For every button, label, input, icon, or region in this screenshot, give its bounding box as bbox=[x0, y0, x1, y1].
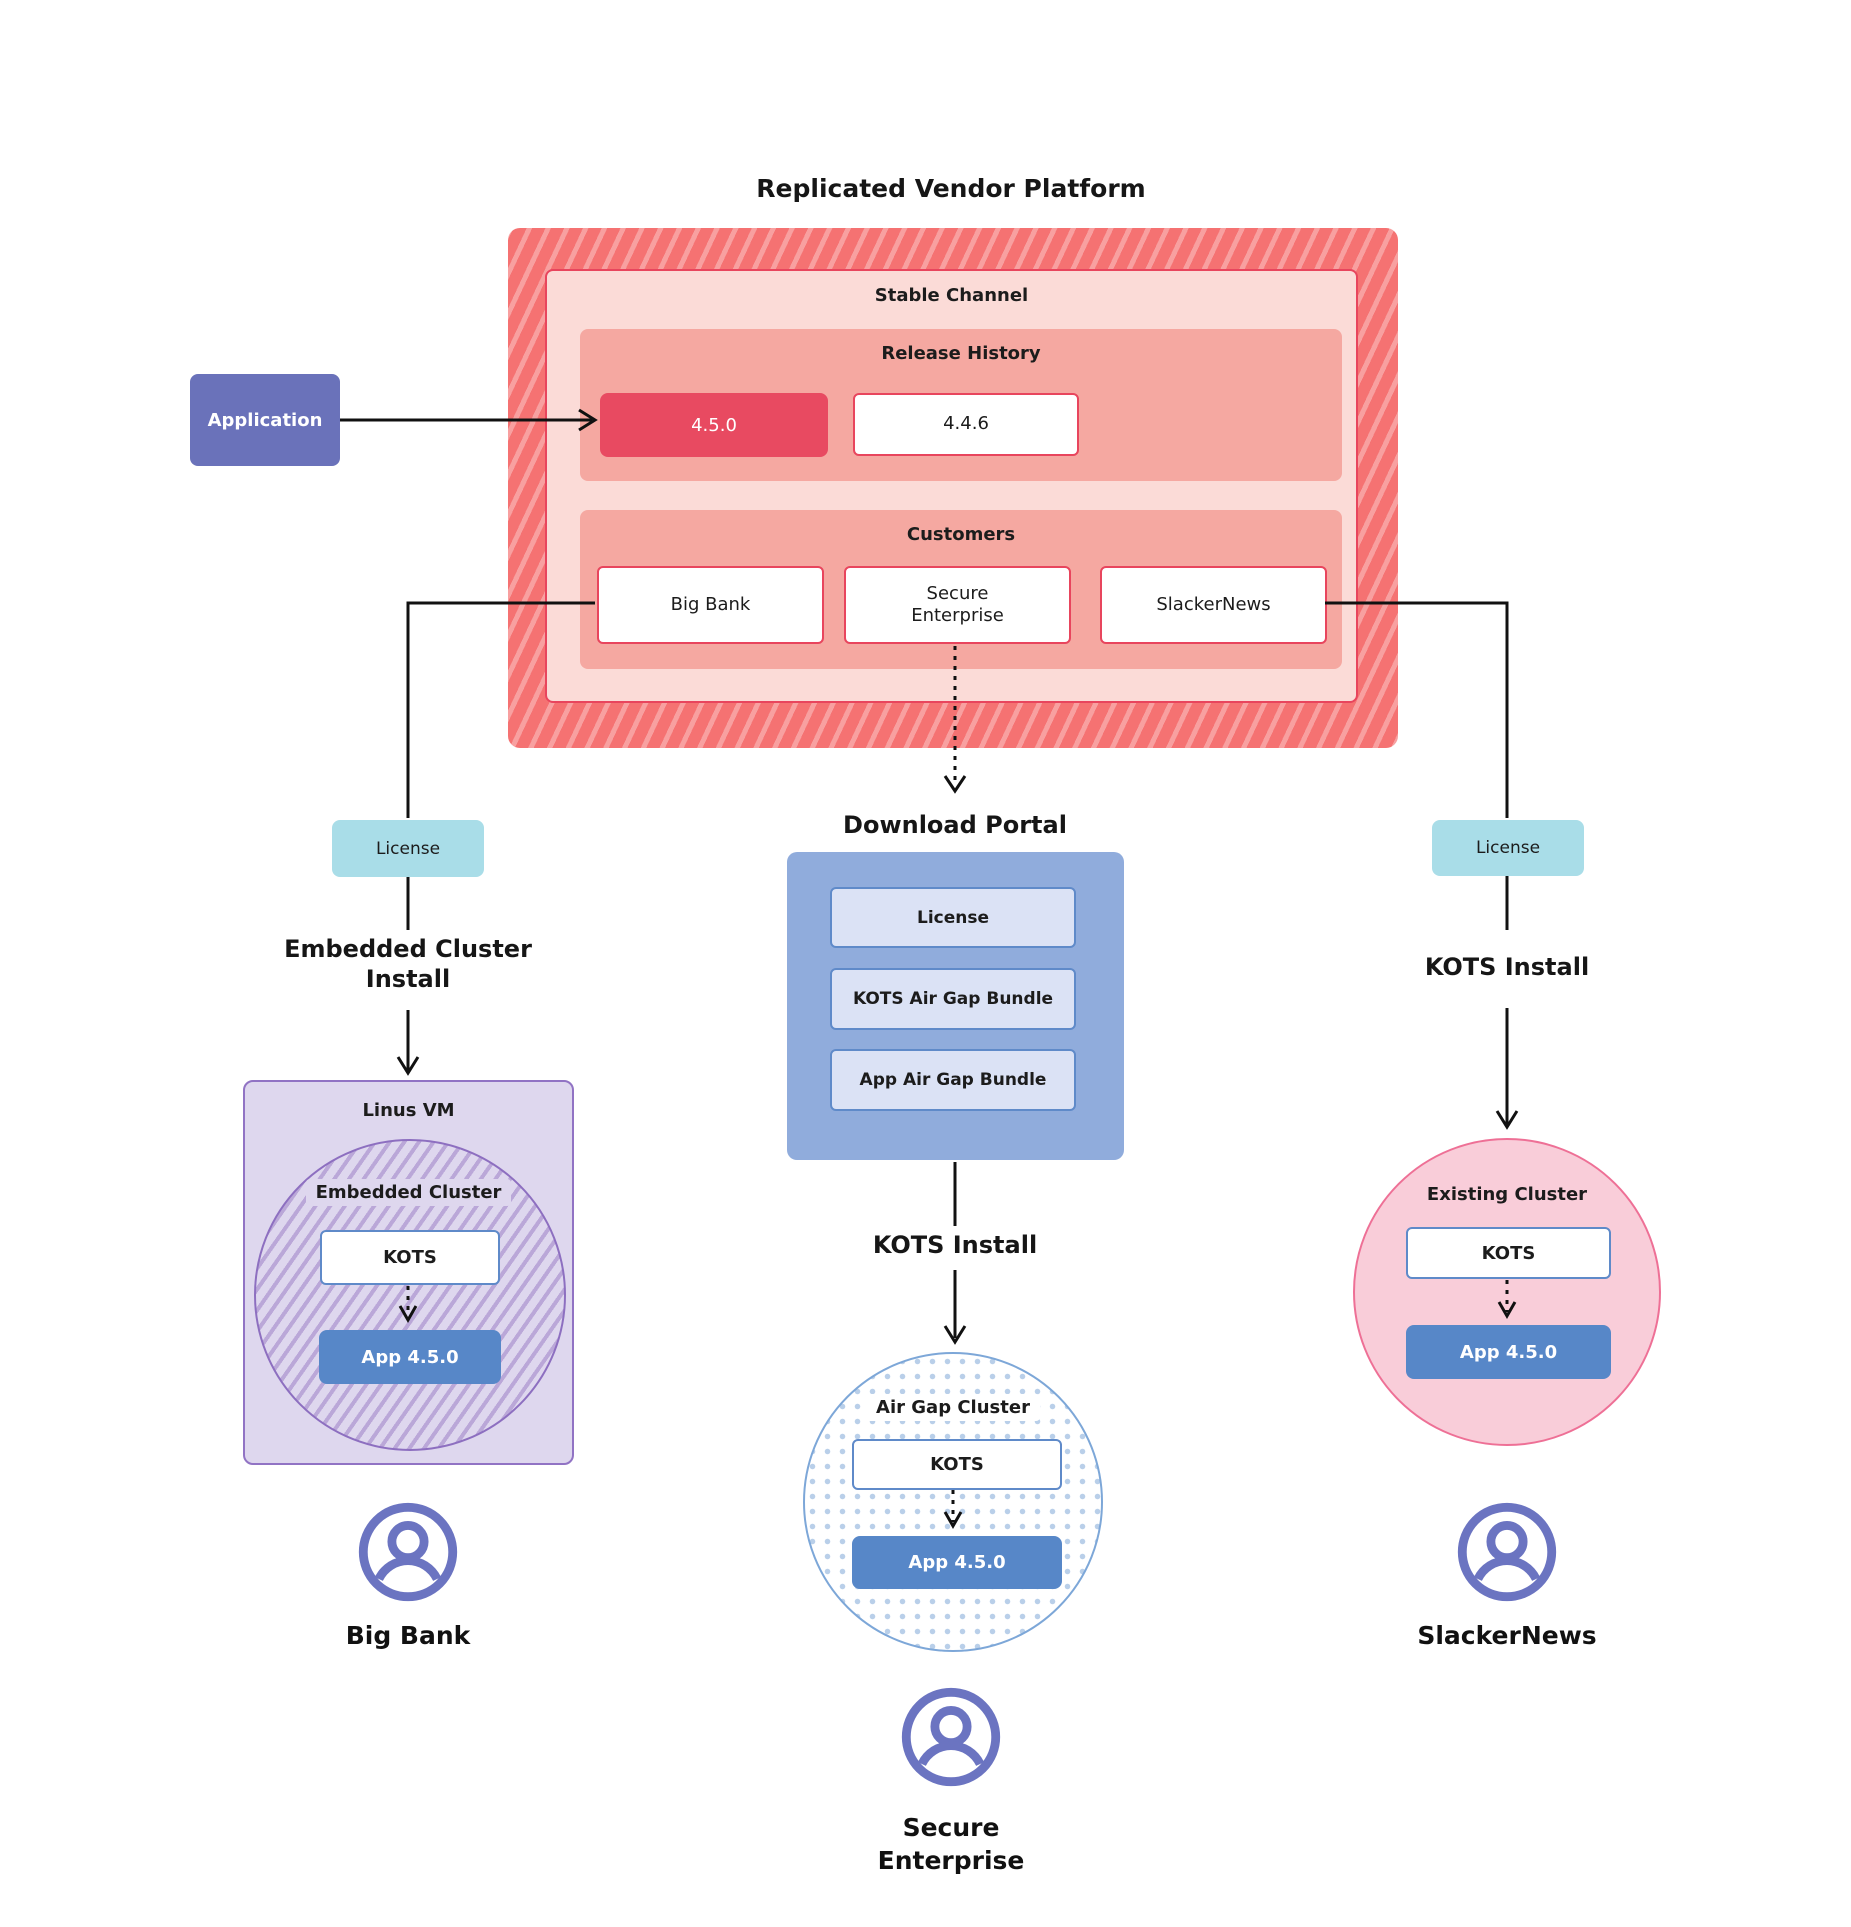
slackernews-user-label: SlackerNews bbox=[1417, 1621, 1597, 1650]
release-history-label: Release History bbox=[881, 343, 1041, 364]
embedded-cluster-label: Embedded Cluster bbox=[245, 1179, 572, 1206]
portal-kots-bundle-box: KOTS Air Gap Bundle bbox=[830, 968, 1076, 1030]
release-history-section: Release History 4.5.0 4.4.6 bbox=[580, 329, 1342, 481]
existing-cluster-label: Existing Cluster bbox=[1426, 1184, 1588, 1205]
big-bank-app-box: App 4.5.0 bbox=[319, 1330, 501, 1384]
vendor-platform-container: Stable Channel Release History 4.5.0 4.4… bbox=[508, 228, 1398, 748]
secure-enterprise-user-icon bbox=[899, 1685, 1003, 1789]
portal-license-box: License bbox=[830, 887, 1076, 948]
slackernews-app-box: App 4.5.0 bbox=[1406, 1325, 1611, 1379]
arrowhead-install-to-vm bbox=[396, 1056, 420, 1076]
big-bank-user-label: Big Bank bbox=[345, 1621, 471, 1650]
customer-big-bank: Big Bank bbox=[597, 566, 824, 644]
slackernews-user-icon bbox=[1455, 1500, 1559, 1604]
release-current: 4.5.0 bbox=[600, 393, 828, 457]
big-bank-kots-box: KOTS bbox=[320, 1230, 500, 1285]
arrowhead-secure-to-portal bbox=[943, 775, 967, 794]
portal-app-bundle-box: App Air Gap Bundle bbox=[830, 1049, 1076, 1111]
stable-channel-label: Stable Channel bbox=[874, 285, 1029, 306]
big-bank-license-box: License bbox=[332, 820, 484, 877]
application-box: Application bbox=[190, 374, 340, 466]
stable-channel: Stable Channel Release History 4.5.0 4.4… bbox=[545, 269, 1358, 703]
air-gap-cluster-label: Air Gap Cluster bbox=[805, 1394, 1101, 1421]
release-previous: 4.4.6 bbox=[853, 393, 1079, 456]
diagram-title: Replicated Vendor Platform bbox=[756, 174, 1146, 203]
linus-vm-label: Linus VM bbox=[362, 1100, 455, 1121]
slackernews-kots-box: KOTS bbox=[1406, 1227, 1611, 1279]
download-portal-box: License KOTS Air Gap Bundle App Air Gap … bbox=[787, 852, 1124, 1160]
big-bank-user-icon bbox=[356, 1500, 460, 1604]
existing-cluster-circle: Existing Cluster KOTS App 4.5.0 bbox=[1353, 1138, 1661, 1446]
kots-install-label-middle: KOTS Install bbox=[872, 1231, 1038, 1259]
linus-vm-box: Linus VM Embedded Cluster KOTS App 4.5.0 bbox=[243, 1080, 574, 1465]
secure-enterprise-user-label: Secure Enterprise bbox=[877, 1813, 1025, 1875]
arrowhead-install-to-existing bbox=[1495, 1110, 1519, 1130]
arrowhead-install-to-airgap bbox=[943, 1325, 967, 1345]
customer-secure-enterprise: Secure Enterprise bbox=[844, 566, 1071, 644]
customers-label: Customers bbox=[906, 524, 1016, 545]
slackernews-license-box: License bbox=[1432, 820, 1584, 876]
secure-enterprise-kots-box: KOTS bbox=[852, 1439, 1062, 1490]
kots-install-label-right: KOTS Install bbox=[1424, 953, 1590, 981]
embedded-cluster-install-label: Embedded Cluster Install bbox=[284, 935, 532, 993]
secure-enterprise-app-box: App 4.5.0 bbox=[852, 1536, 1062, 1589]
download-portal-title: Download Portal bbox=[843, 811, 1067, 839]
air-gap-cluster-circle: Air Gap Cluster KOTS App 4.5.0 bbox=[803, 1352, 1103, 1652]
customers-section: Customers Big Bank Secure Enterprise Sla… bbox=[580, 510, 1342, 669]
customer-slackernews: SlackerNews bbox=[1100, 566, 1327, 644]
